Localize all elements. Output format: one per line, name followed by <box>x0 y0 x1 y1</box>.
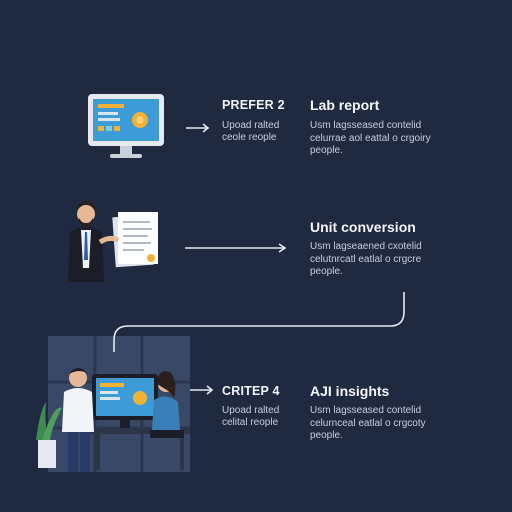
monitor-report-icon <box>88 94 164 158</box>
step-3-title: AJI insights <box>310 383 390 399</box>
step-1-label: PREFER 2 <box>222 98 285 112</box>
office-scene-icon <box>36 368 190 472</box>
step-2-desc: Usm lagseaened cxotelid celutnrcatl eatl… <box>310 241 422 277</box>
step-2-title: Unit conversion <box>310 219 416 235</box>
step-1-desc: Usm lagsseased contelid celurrae aol eat… <box>310 120 431 156</box>
step-1-label-desc: Upoad ralted ceole reople <box>222 120 280 143</box>
connector-step1-arrowhead <box>202 123 210 133</box>
connector-step3-arrowhead <box>206 385 214 395</box>
step-3-label: CRITEP 4 <box>222 384 280 398</box>
step-1-title: Lab report <box>310 97 380 113</box>
connector-curve <box>113 292 405 352</box>
connector-lines <box>113 123 405 395</box>
connector-step2-arrowhead <box>278 243 287 253</box>
step-3-desc: Usm lagsseased contelid celurnceal eatla… <box>310 405 426 441</box>
person-with-document-icon <box>68 201 158 282</box>
step-3-label-desc: Upoad ralted celital reople <box>222 405 280 428</box>
